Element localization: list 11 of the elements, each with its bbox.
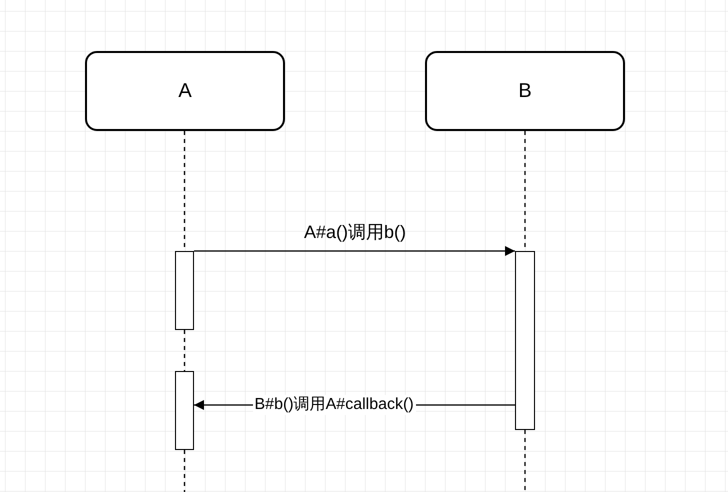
activation-bar: [175, 251, 194, 330]
lifeline: [524, 430, 526, 492]
activation-bar: [175, 371, 194, 450]
edge-label: B#b()调用A#callback(): [252, 395, 416, 415]
lifeline-header-box: B: [425, 51, 625, 131]
message-arrow: [194, 246, 515, 256]
lifeline: [184, 450, 186, 492]
edge-label: A#a()调用b(): [304, 222, 406, 242]
lifeline-header-box: A: [85, 51, 285, 131]
activation-bar: [515, 251, 535, 430]
lifeline: [184, 330, 186, 371]
